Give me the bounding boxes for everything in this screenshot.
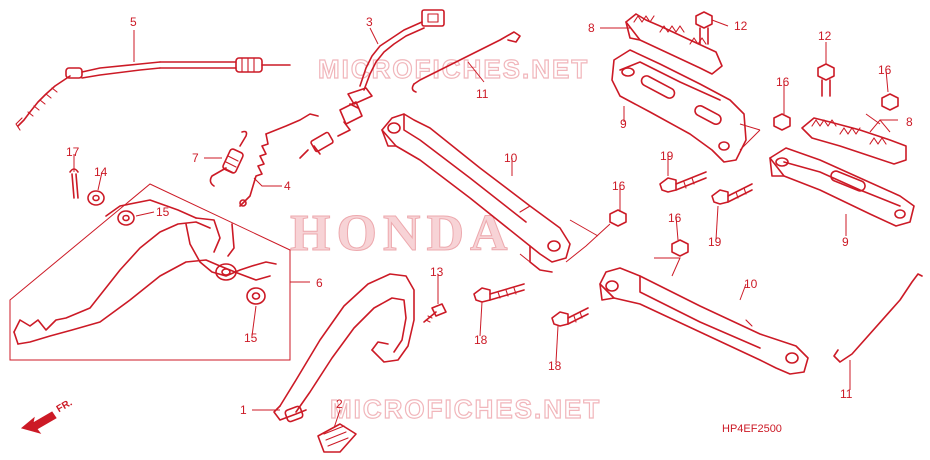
callout-4: 4 [284, 179, 291, 193]
callout-2: 2 [336, 397, 343, 411]
washer-14[interactable] [87, 190, 105, 206]
pedal-rubber[interactable] [317, 423, 357, 453]
callout-10a: 10 [504, 151, 518, 165]
bolt-18-b[interactable] [551, 307, 589, 327]
rod-11-upper[interactable] [411, 31, 521, 93]
callout-7: 7 [192, 151, 199, 165]
bolt-18-a[interactable] [473, 283, 525, 303]
callout-9b: 9 [842, 235, 849, 249]
nut-16-b[interactable] [671, 239, 689, 257]
cotter-pin[interactable] [69, 168, 79, 199]
step-bracket-9-lower[interactable] [769, 147, 915, 227]
callout-15a: 15 [156, 205, 170, 219]
nut-16-c[interactable] [773, 113, 791, 131]
front-label: FR. [55, 397, 75, 415]
bolt-12-b[interactable] [817, 63, 835, 97]
bolt-13[interactable] [423, 303, 447, 323]
callout-17: 17 [66, 145, 80, 159]
brake-cable[interactable] [15, 57, 291, 131]
callout-19a: 19 [660, 149, 674, 163]
step-bracket-9-upper[interactable] [611, 49, 747, 163]
callout-5: 5 [130, 15, 137, 29]
callout-1: 1 [240, 403, 247, 417]
callout-8a: 8 [588, 21, 595, 35]
footpeg-8-upper[interactable] [625, 13, 723, 75]
bolt-12-a[interactable] [695, 11, 713, 45]
bushing-15-lower[interactable] [246, 287, 266, 305]
front-arrow-icon: FR. [20, 397, 75, 434]
nut-16-d[interactable] [881, 93, 899, 111]
brake-pedal[interactable] [13, 199, 277, 345]
brake-pedal-group [9, 183, 291, 361]
rod-11-lower[interactable] [833, 273, 923, 363]
callout-15b: 15 [244, 331, 258, 345]
callout-11a: 11 [476, 87, 489, 101]
diagram-code: HP4EF2500 [722, 423, 782, 435]
brake-switch[interactable] [299, 9, 445, 159]
callout-14: 14 [94, 165, 108, 179]
brake-arm[interactable] [273, 273, 415, 423]
spring-7[interactable] [209, 130, 248, 187]
watermark-bottom: MICROFICHES.NET [330, 394, 601, 424]
callout-8b: 8 [906, 115, 913, 129]
callout-9a: 9 [620, 117, 627, 131]
callout-16a: 16 [612, 179, 626, 193]
footpeg-8-lower[interactable] [801, 117, 907, 165]
watermark-top: MICROFICHES.NET [318, 54, 589, 84]
bracket-10-lower[interactable] [599, 267, 809, 375]
leader-lines [73, 19, 898, 429]
callout-19b: 19 [708, 235, 722, 249]
callout-18b: 18 [548, 359, 562, 373]
callout-11b: 11 [840, 387, 853, 401]
callout-18a: 18 [474, 333, 488, 347]
callout-6: 6 [316, 276, 323, 290]
callout-3: 3 [366, 15, 373, 29]
bushing-15-upper[interactable] [117, 210, 135, 226]
callout-13: 13 [430, 265, 444, 279]
bolt-19-a[interactable] [659, 171, 707, 193]
callout-12a: 12 [734, 19, 748, 33]
callout-16c: 16 [776, 75, 790, 89]
callout-numbers: 5 3 4 6 7 8 8 9 9 10 10 11 11 12 12 13 1… [66, 15, 913, 417]
callout-10b: 10 [744, 277, 758, 291]
nut-16-a[interactable] [609, 209, 627, 227]
callout-16b: 16 [668, 211, 682, 225]
spring-4[interactable] [239, 113, 319, 207]
bolt-19-b[interactable] [711, 183, 753, 205]
callout-12b: 12 [818, 29, 832, 43]
watermark-brand: HONDA [290, 205, 514, 262]
callout-16d: 16 [878, 63, 892, 77]
